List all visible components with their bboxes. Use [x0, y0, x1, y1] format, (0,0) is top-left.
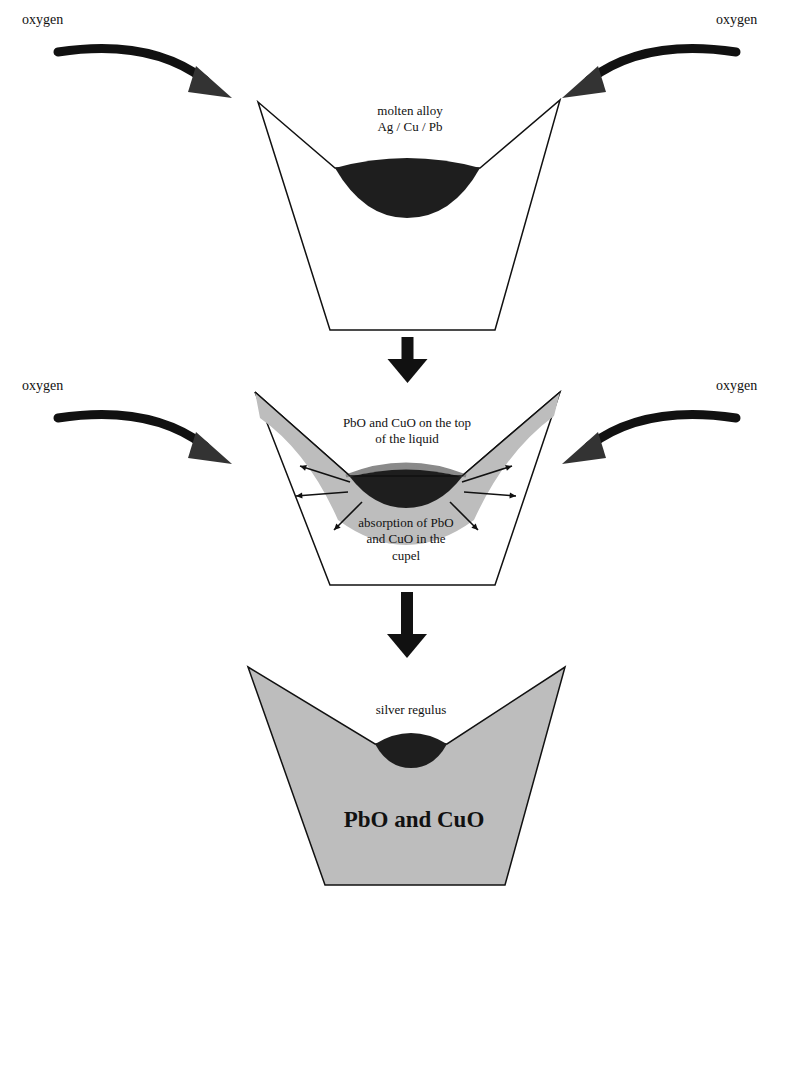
oxygen-arrow — [58, 415, 205, 447]
gas-label: oxygen — [22, 12, 63, 28]
cupel-part — [335, 158, 480, 218]
absorption-arrow — [464, 492, 516, 496]
cupel: silver regulusPbO and CuO — [242, 661, 572, 889]
arrow-head — [334, 523, 341, 530]
cupel-part — [255, 392, 560, 476]
absorption-arrow — [462, 466, 512, 482]
absorption-arrow — [296, 492, 348, 496]
arrow-shaft — [401, 592, 413, 636]
absorption-arrow — [450, 502, 478, 530]
cupel-label: molten alloy Ag / Cu / Pb — [372, 103, 448, 136]
cupel-label: silver regulus — [351, 702, 471, 718]
arrow-head — [562, 66, 606, 98]
arrow-head — [388, 359, 428, 383]
arrow-head — [505, 465, 512, 471]
arrow-head — [387, 634, 427, 658]
arrow-head — [188, 432, 232, 464]
cupel-part — [248, 667, 565, 885]
arrow-head — [296, 492, 303, 498]
cupel-part — [258, 100, 560, 330]
oxygen-arrow — [589, 49, 736, 81]
cupel-label: PbO and CuO on the top of the liquid — [341, 415, 473, 448]
step-arrow — [388, 337, 428, 383]
absorption-arrow — [300, 466, 350, 482]
arrow-head — [188, 66, 232, 98]
step-arrow — [387, 592, 427, 658]
cupel: PbO and CuO on the top of the liquid abso… — [248, 386, 566, 589]
gas-label: oxygen — [716, 12, 757, 28]
cupel: molten alloy Ag / Cu / Pb — [250, 96, 566, 334]
gas-label: oxygen — [22, 378, 63, 394]
cupel-part — [375, 733, 447, 768]
cupel-note: absorption of PbO and CuO in the cupel — [354, 515, 458, 564]
absorption-arrow — [334, 502, 362, 530]
arrow-head — [509, 492, 516, 498]
cupel-outline — [242, 661, 572, 889]
gas-label: oxygen — [716, 378, 757, 394]
arrow-head — [562, 432, 606, 464]
cupel-note: PbO and CuO — [329, 806, 499, 835]
arrow-head — [300, 465, 307, 471]
arrow-shaft — [402, 337, 414, 361]
oxygen-arrow — [58, 49, 205, 81]
arrow-head — [471, 523, 478, 530]
oxygen-arrow — [589, 415, 736, 447]
cupel-part — [255, 392, 560, 585]
